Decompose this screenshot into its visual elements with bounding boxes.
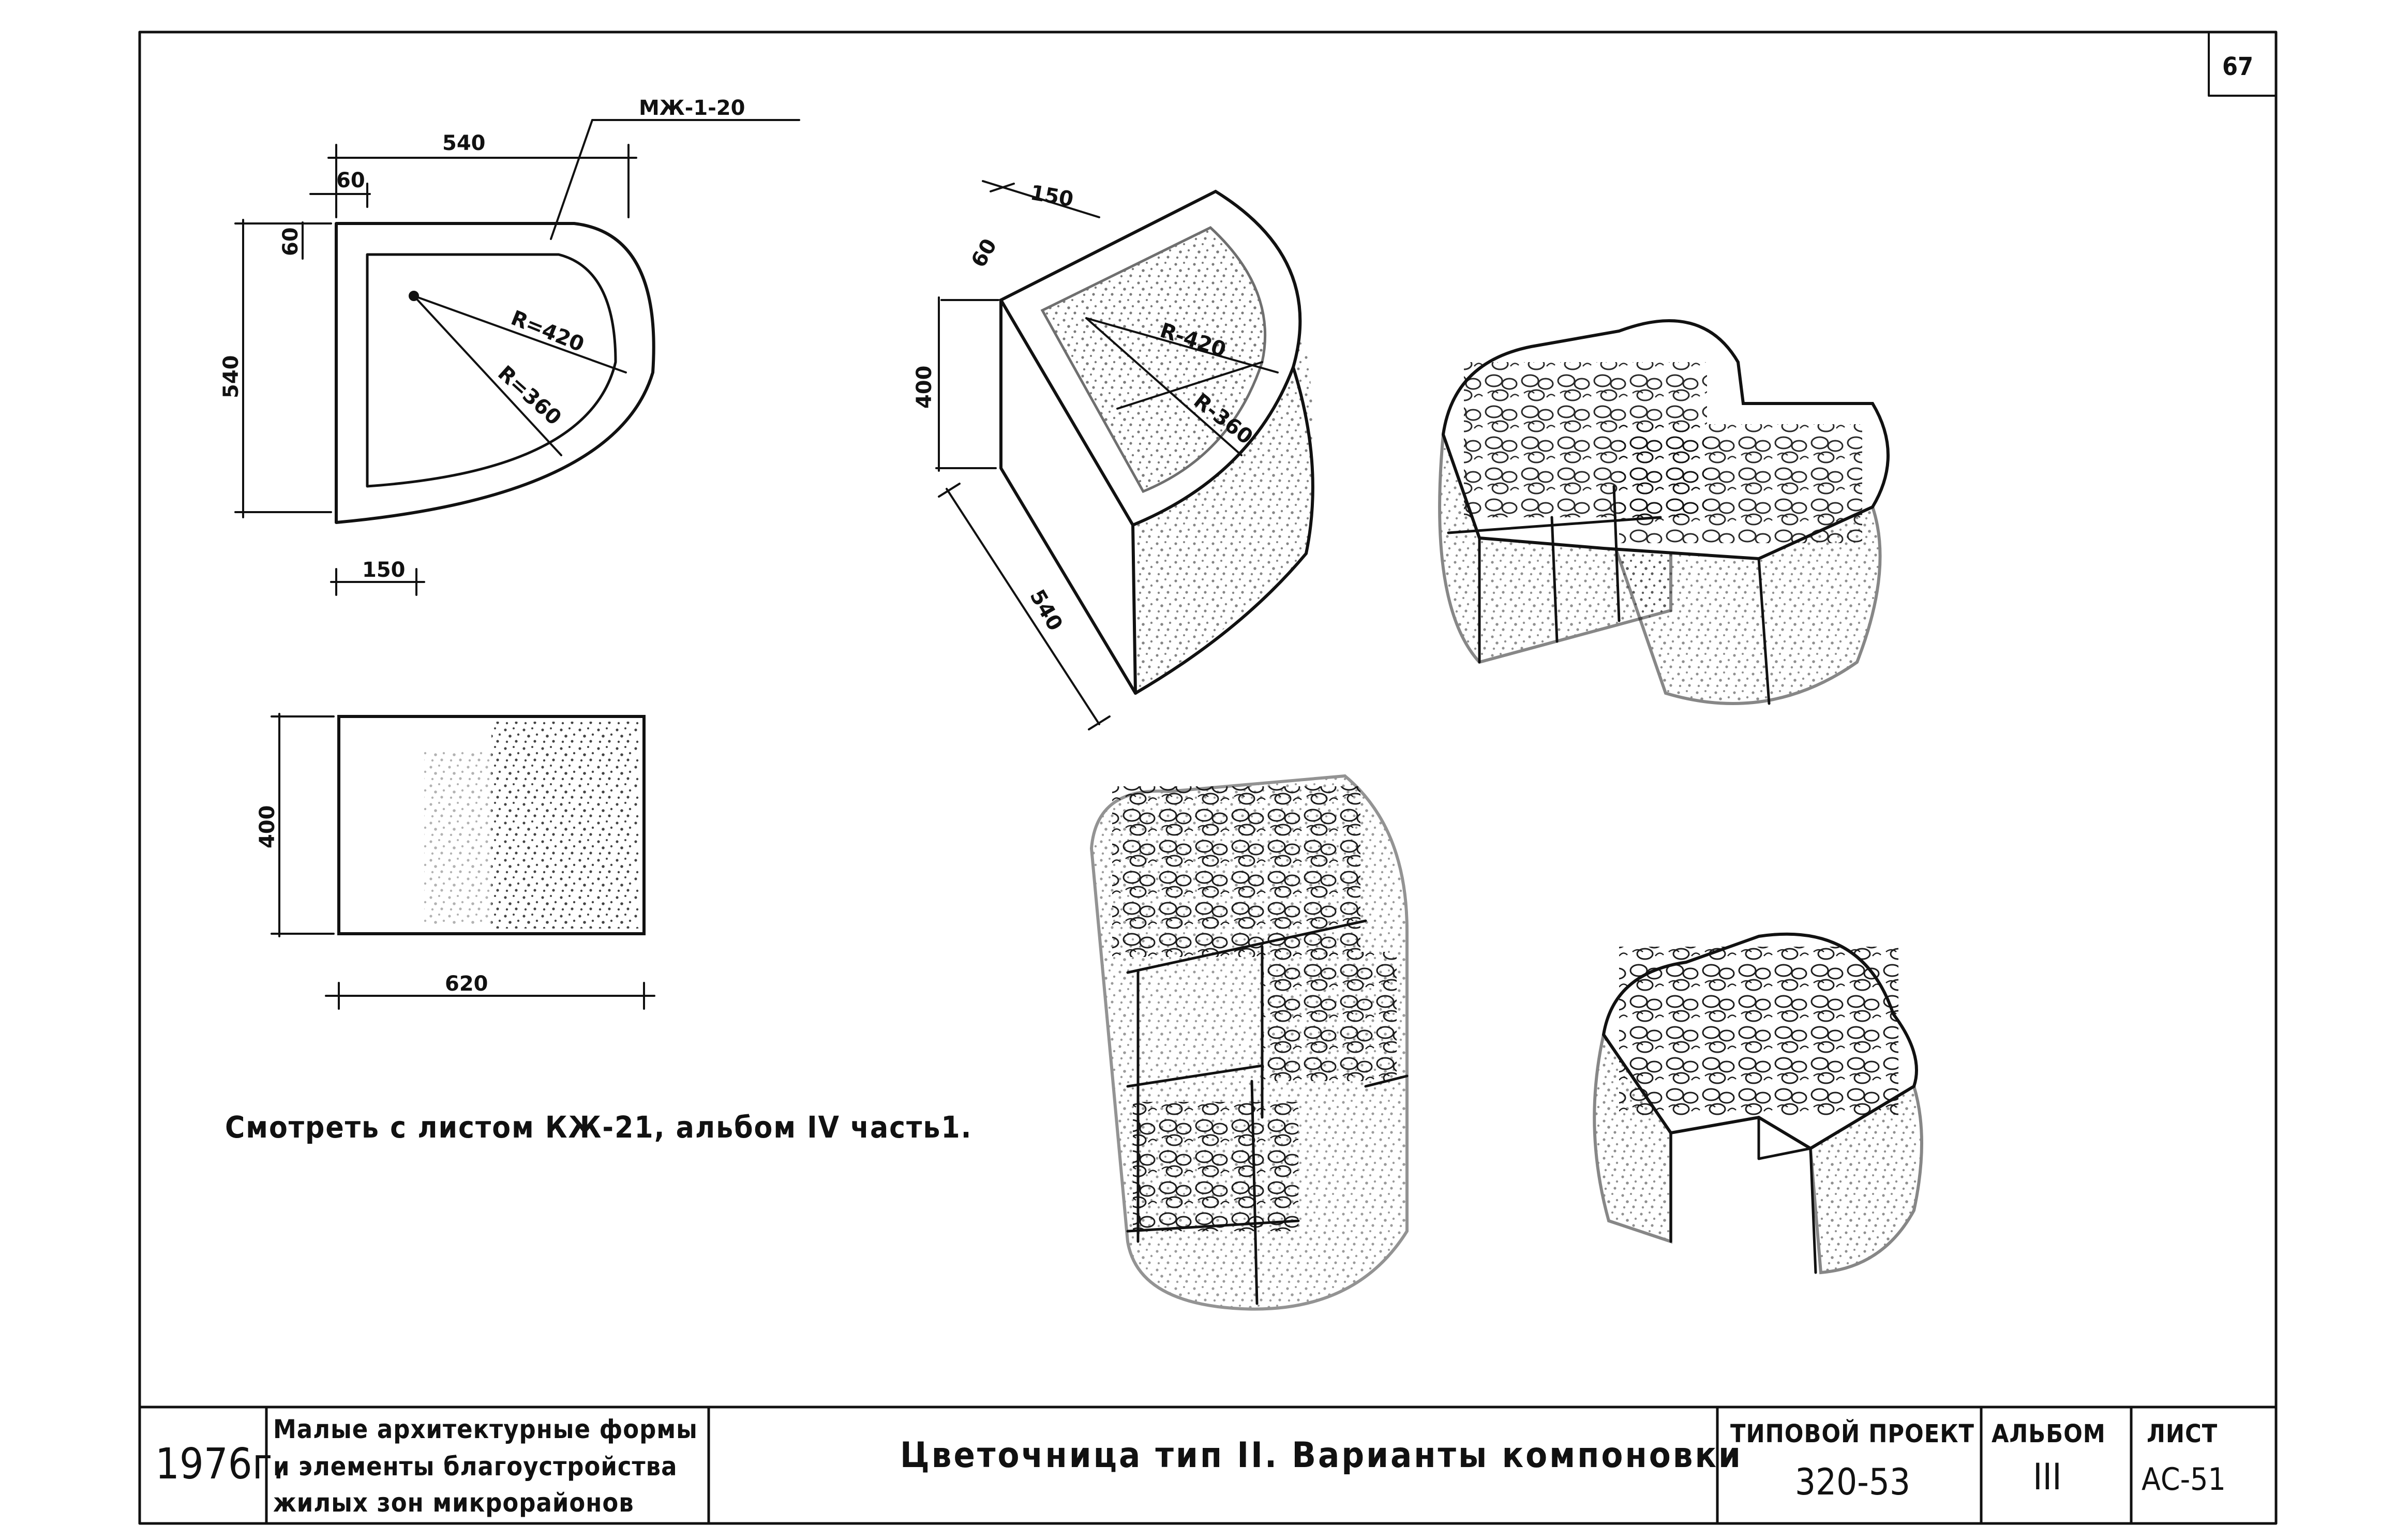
album-label: АЛЬБОМ xyxy=(1992,1419,2106,1448)
dim-plan-width: 540 xyxy=(442,131,486,155)
drawing-title: Цветочница тип II. Варианты компоновки xyxy=(900,1435,1743,1476)
sheet-number: АС-51 xyxy=(2142,1461,2226,1498)
plan-dimensions xyxy=(234,144,637,596)
dim-iso-top: 150 xyxy=(1028,181,1075,212)
plan-view xyxy=(335,119,800,524)
project-label: ТИПОВОЙ ПРОЕКТ xyxy=(1730,1419,1974,1448)
title-block-year: 1976г. xyxy=(155,1440,285,1489)
title-block-org-line-1: Малые архитектурные формы xyxy=(273,1414,698,1444)
dim-iso-length: 540 xyxy=(1025,586,1067,635)
dim-iso-wall: 60 xyxy=(967,235,1002,272)
dim-elev-length: 620 xyxy=(445,972,488,996)
dim-plan-wall-top: 60 xyxy=(279,227,303,256)
title-block-grid xyxy=(138,1406,2278,1525)
dim-elev-height: 400 xyxy=(256,805,279,849)
title-block-org-line-2: и элементы благоустройства xyxy=(273,1452,678,1482)
dim-plan-bottom: 150 xyxy=(362,558,406,582)
leader-label: МЖ-1-20 xyxy=(639,96,745,120)
dim-iso-height: 400 xyxy=(912,366,936,409)
project-number: 320-53 xyxy=(1795,1461,1911,1503)
dim-plan-outer-radius: R=420 xyxy=(507,306,587,357)
dim-plan-wall-left: 60 xyxy=(336,169,365,192)
isometric-element xyxy=(935,180,1314,730)
composition-variant-a xyxy=(1438,319,1890,705)
composition-variant-b xyxy=(1089,774,1409,1311)
album-number: III xyxy=(2033,1456,2062,1498)
page-number: 67 xyxy=(2222,52,2254,81)
title-block-org-line-3: жилых зон микрорайонов xyxy=(273,1488,634,1518)
cross-reference-note: Смотреть с листом КЖ-21, альбом IV часть… xyxy=(225,1110,972,1145)
sheet-label: ЛИСТ xyxy=(2147,1419,2218,1448)
composition-variant-c xyxy=(1593,932,1923,1275)
elevation-view xyxy=(271,713,655,1010)
dim-plan-side: 540 xyxy=(219,355,243,399)
sheet-frame xyxy=(138,31,2278,1525)
